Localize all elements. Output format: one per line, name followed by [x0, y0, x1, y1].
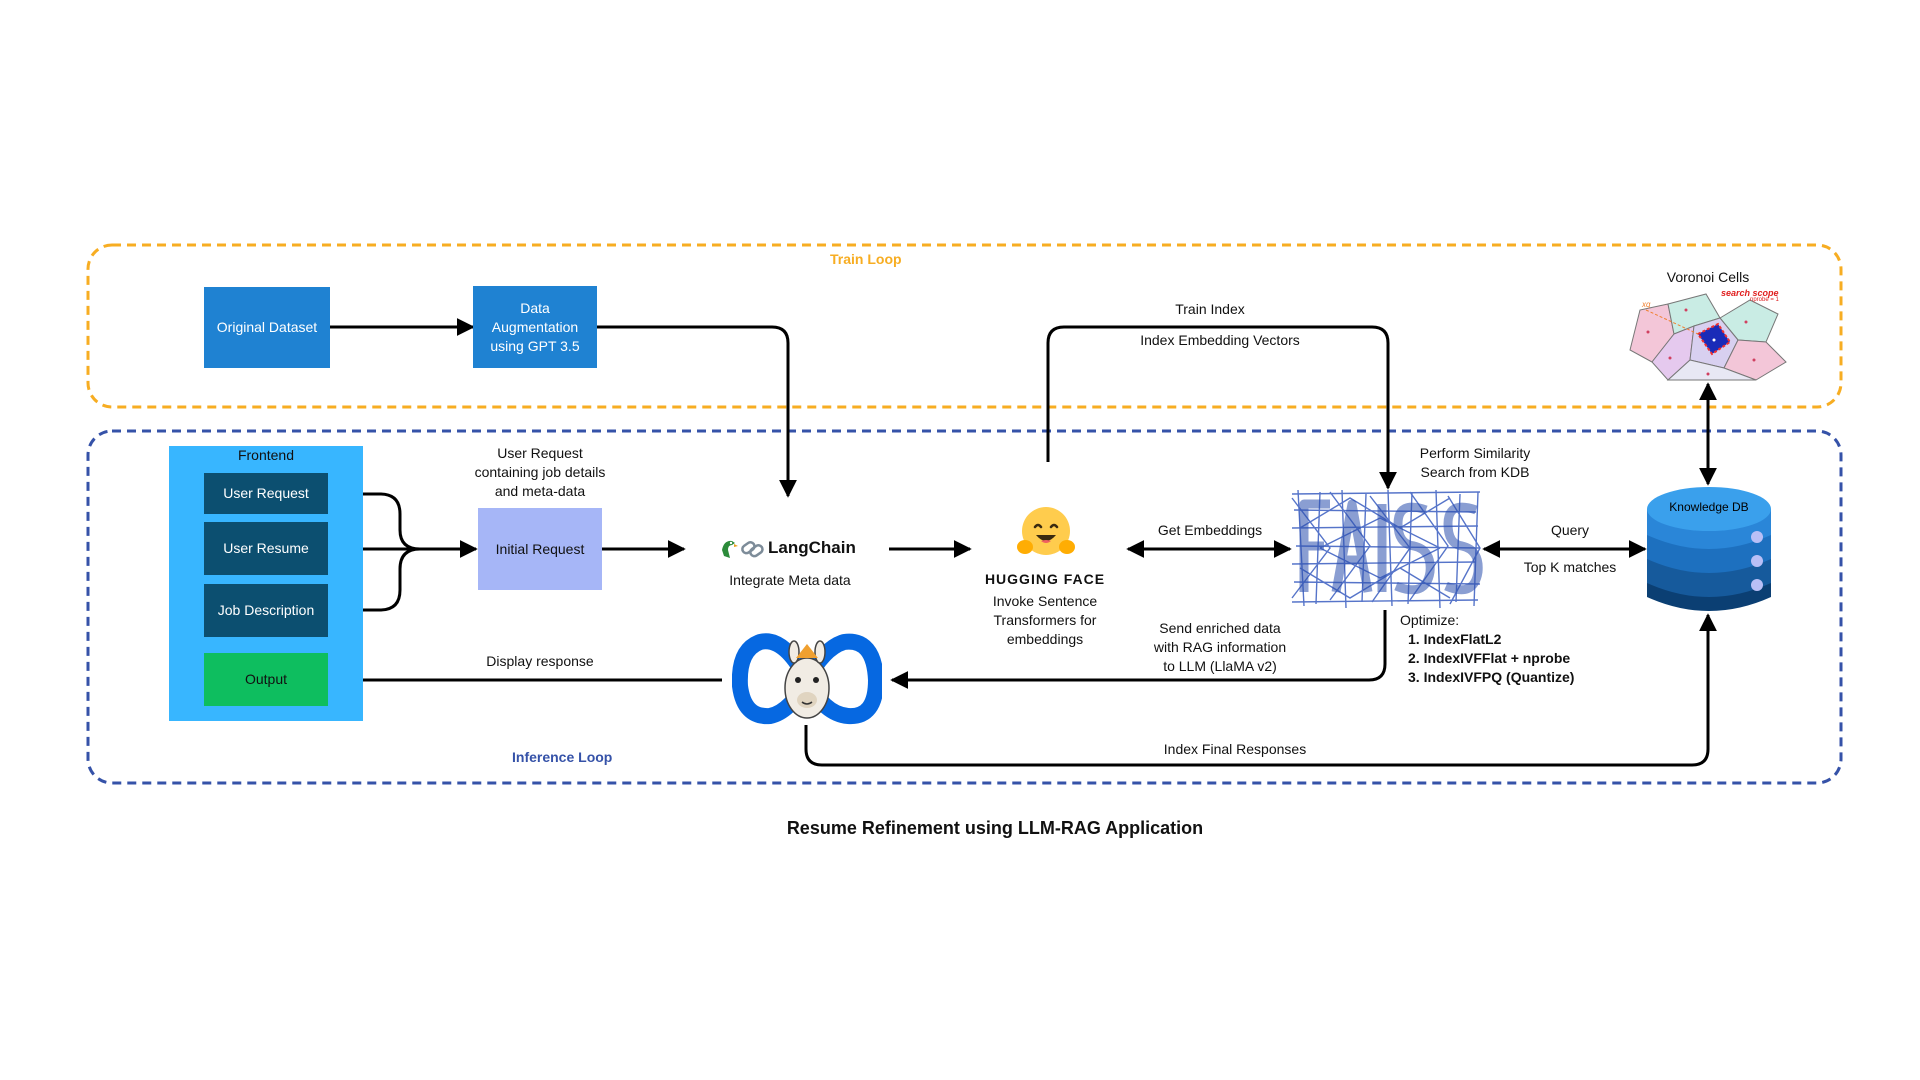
- nprobe-label: nprobe = 1: [1750, 297, 1779, 303]
- original-dataset-box: Original Dataset: [204, 287, 330, 368]
- get-embeddings-label: Get Embeddings: [1157, 522, 1263, 538]
- hugging-face-title: HUGGING FACE: [984, 571, 1106, 587]
- initial-request-box: Initial Request: [478, 508, 602, 590]
- arrow-faiss-to-llama: [890, 610, 1387, 689]
- optimize-item: 2. IndexIVFFlat + nprobe: [1408, 650, 1571, 666]
- arrow-index-final: [804, 613, 1717, 767]
- arrow-train-index: [1046, 325, 1397, 490]
- faiss-logo-icon: [1290, 488, 1484, 610]
- database-cylinder-icon: [1645, 485, 1773, 615]
- train-loop-title: Train Loop: [830, 251, 902, 267]
- inference-loop-title: Inference Loop: [512, 749, 613, 765]
- display-response-label: Display response: [486, 653, 594, 669]
- arrow-user-request-merge: [328, 492, 421, 551]
- langchain-parrot-link-icon: [718, 536, 768, 562]
- index-embedding-vectors-label: Index Embedding Vectors: [1140, 332, 1300, 348]
- search-scope-label: search scope: [1721, 288, 1779, 298]
- optimize-item: 3. IndexIVFPQ (Quantize): [1408, 669, 1575, 685]
- knowledge-db-label: Knowledge DB: [1669, 500, 1749, 514]
- diagram-caption: Resume Refinement using LLM-RAG Applicat…: [786, 818, 1204, 838]
- xq-label: xq: [1642, 300, 1651, 309]
- query-label: Query: [1550, 522, 1590, 538]
- job-description-box: Job Description: [204, 584, 328, 637]
- optimize-item: 1. IndexFlatL2: [1408, 631, 1502, 647]
- arrow-augmentation-to-langchain: [597, 325, 797, 498]
- voronoi-cells-title: Voronoi Cells: [1666, 269, 1750, 285]
- inference-loop-frame: [86, 429, 1843, 785]
- send-enriched-label: Send enriched data with RAG information …: [1153, 620, 1287, 674]
- user-resume-box: User Resume: [204, 522, 328, 575]
- train-loop-frame: [86, 243, 1843, 409]
- perform-similarity-label: Perform Similarity Search from KDB: [1419, 445, 1531, 480]
- meta-llama-icon: [731, 630, 884, 726]
- frontend-title: Frontend: [237, 447, 295, 463]
- voronoi-cells-icon: [1628, 290, 1788, 382]
- train-index-label: Train Index: [1175, 301, 1245, 317]
- user-request-box: User Request: [204, 473, 328, 514]
- index-final-label: Index Final Responses: [1163, 741, 1307, 757]
- data-augmentation-box: Data Augmentation using GPT 3.5: [473, 286, 597, 368]
- optimize-heading: Optimize:: [1400, 612, 1460, 628]
- arrow-job-description-merge: [328, 547, 421, 612]
- hugging-face-emoji-icon: [1017, 505, 1075, 561]
- langchain-title: LangChain: [768, 538, 856, 557]
- invoke-sentence-label: Invoke Sentence Transformers for embeddi…: [992, 593, 1098, 647]
- integrate-meta-label: Integrate Meta data: [729, 572, 851, 588]
- user-request-details-label: User Request containing job details and …: [474, 445, 606, 499]
- top-k-label: Top K matches: [1523, 559, 1617, 575]
- output-box: Output: [204, 653, 328, 706]
